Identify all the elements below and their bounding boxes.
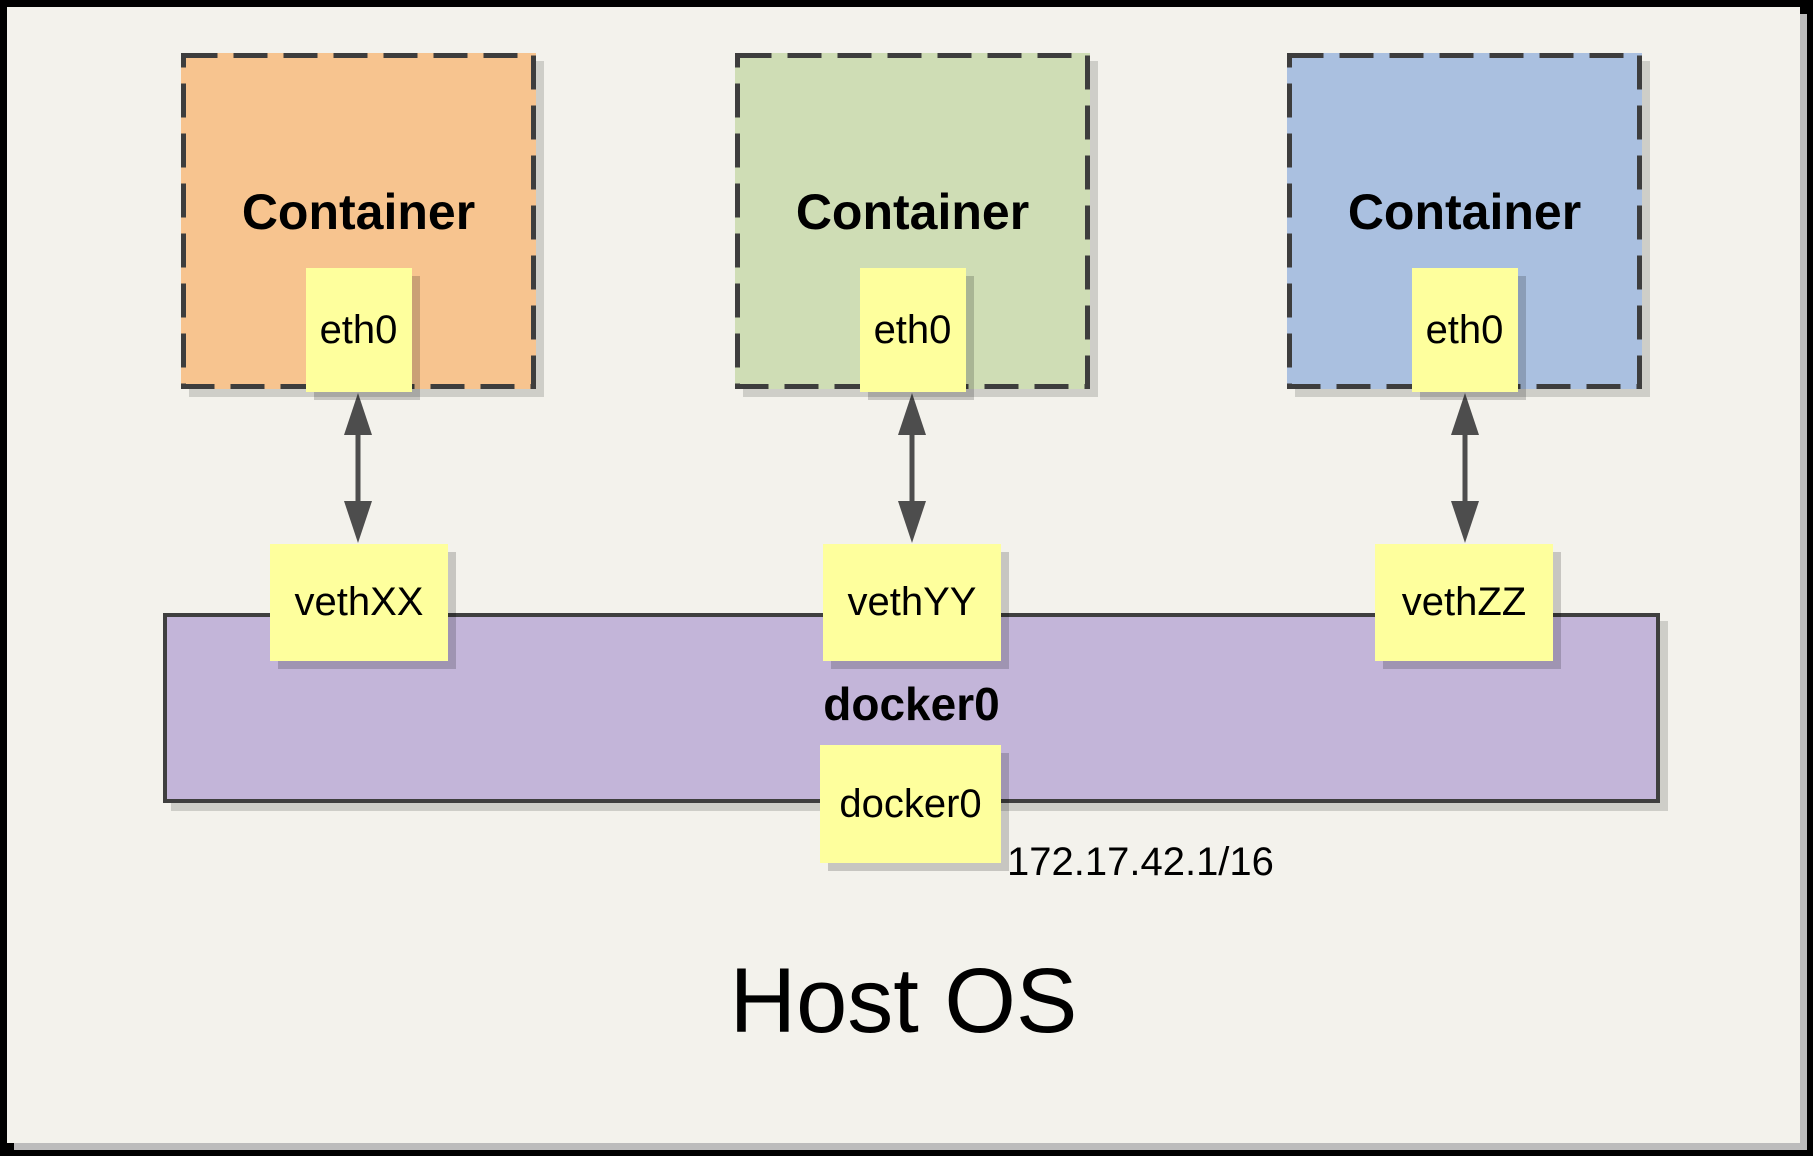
- eth0-interface-box: eth0: [305, 268, 412, 392]
- veth-link-arrow-3: [1451, 393, 1479, 543]
- vethzz-box: vethZZ: [1375, 544, 1553, 661]
- vethyy-box: vethYY: [823, 544, 1001, 661]
- veth-link-arrow-2: [898, 393, 926, 543]
- container-box-1: Container eth0: [181, 53, 536, 392]
- container-title: Container: [795, 184, 1030, 240]
- veth-link-arrow-1: [344, 393, 372, 543]
- container-title: Container: [1347, 184, 1582, 240]
- bridge-ip-address: 172.17.42.1/16: [1007, 840, 1274, 884]
- container-title: Container: [241, 184, 476, 240]
- docker0-interface-box: docker0: [820, 745, 1001, 863]
- vethxx-box: vethXX: [270, 544, 448, 661]
- eth0-interface-box: eth0: [859, 268, 966, 392]
- docker0-bridge-label: docker0: [823, 678, 1000, 730]
- container-box-2: Container eth0: [735, 53, 1090, 392]
- host-os-label: Host OS: [729, 950, 1078, 1052]
- eth0-interface-box: eth0: [1411, 268, 1518, 392]
- docker-network-diagram: Container eth0 Container eth0 Container …: [7, 7, 1800, 1143]
- container-box-3: Container eth0: [1287, 53, 1642, 392]
